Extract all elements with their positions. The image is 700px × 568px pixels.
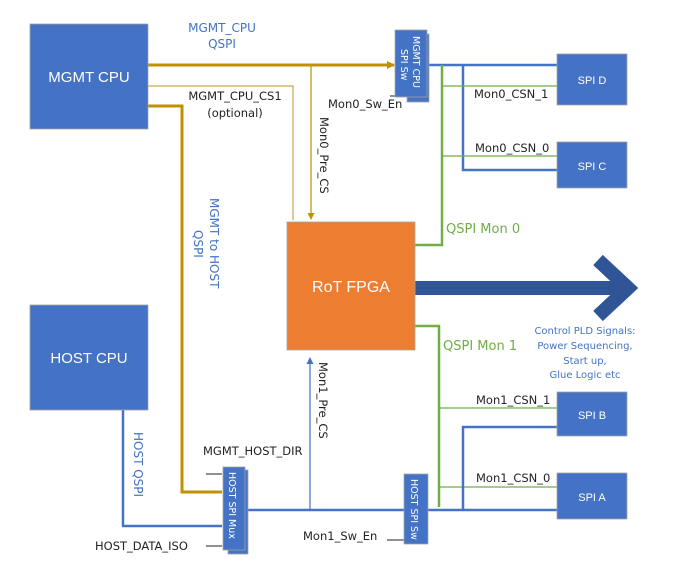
spi-a-label: SPI A: [578, 492, 606, 504]
spi-b-bus: [461, 425, 557, 510]
mon0-csn0-label: Mon0_CSN_0: [475, 141, 549, 155]
mon1-sw-en-label: Mon1_Sw_En: [303, 529, 377, 543]
host-spi-mux-block[interactable]: HOST SPI Mux: [222, 466, 249, 555]
control-pld-label-1: Control PLD Signals:: [534, 326, 635, 337]
qspi-mon0-wire: [415, 65, 444, 247]
spi-b-block[interactable]: SPI B: [556, 391, 628, 437]
host-cpu-label: HOST CPU: [50, 350, 127, 367]
mgmt-cpu-spi-sw-block[interactable]: MGMT CPU SPI Sw: [394, 29, 430, 103]
spi-c-label: SPI C: [578, 161, 607, 173]
mon1-csn0-label: Mon1_CSN_0: [476, 471, 550, 485]
control-pld-label-2: Power Sequencing,: [537, 341, 632, 352]
spi-b-label: SPI B: [578, 410, 606, 422]
control-pld-label-3: Start up,: [563, 356, 606, 367]
mgmt-host-dir-label: MGMT_HOST_DIR: [203, 444, 303, 458]
host-qspi-wire: [121, 407, 222, 528]
rot-fpga-block[interactable]: RoT FPGA: [286, 221, 416, 351]
host-data-iso-label: HOST_DATA_ISO: [95, 539, 188, 553]
mon0-csn1-label: Mon0_CSN_1: [474, 87, 548, 101]
qspi-mon1-label: QSPI Mon 1: [443, 339, 517, 354]
mon1-csn1-label: Mon1_CSN_1: [476, 393, 550, 407]
mon0-pre-cs-label: Mon0_Pre_CS: [317, 117, 331, 194]
mgmt-cpu-cs1-label-1: MGMT_CPU_CS1: [188, 89, 281, 103]
mgmt-cpu-label: MGMT CPU: [48, 69, 129, 86]
control-pld-label-4: Glue Logic etc: [549, 370, 620, 381]
host-cpu-block[interactable]: HOST CPU: [29, 304, 149, 411]
spi-c-block[interactable]: SPI C: [556, 141, 628, 189]
mgmt-cpu-spi-sw-label-2: SPI Sw: [398, 49, 409, 81]
host-spi-sw-label: HOST SPI Sw: [408, 479, 419, 540]
host-spi-mux-label: HOST SPI Mux: [226, 472, 237, 539]
mon0-sw-en-label: Mon0_Sw_En: [328, 97, 402, 111]
mon1-pre-cs-label: Mon1_Pre_CS: [316, 362, 330, 439]
rot-fpga-label: RoT FPGA: [312, 279, 390, 296]
mgmt-to-host-qspi-label-1: MGMT to HOST: [207, 198, 221, 289]
host-qspi-label: HOST QSPI: [131, 432, 145, 497]
mgmt-to-host-qspi-wire: [148, 104, 222, 494]
mgmt-cpu-qspi-label-1: MGMT_CPU: [188, 21, 256, 35]
control-arrow-head: [593, 254, 639, 322]
mgmt-cpu-cs1-label-2: (optional): [207, 106, 263, 120]
qspi-mon1-wire: [415, 324, 441, 507]
spi-c-bus: [461, 65, 557, 172]
qspi-mon0-label: QSPI Mon 0: [446, 222, 520, 237]
mgmt-cpu-cs1-wire: [148, 85, 294, 220]
mgmt-cpu-block[interactable]: MGMT CPU: [29, 23, 149, 130]
mgmt-to-host-qspi-label-2: QSPI: [191, 230, 205, 258]
host-spi-sw-block[interactable]: HOST SPI Sw: [403, 473, 429, 545]
spi-a-block[interactable]: SPI A: [556, 472, 628, 520]
spi-d-block[interactable]: SPI D: [556, 53, 628, 106]
mgmt-cpu-qspi-label-2: QSPI: [208, 37, 236, 51]
spi-d-label: SPI D: [578, 75, 607, 87]
mgmt-cpu-spi-sw-label-1: MGMT CPU: [410, 36, 421, 88]
